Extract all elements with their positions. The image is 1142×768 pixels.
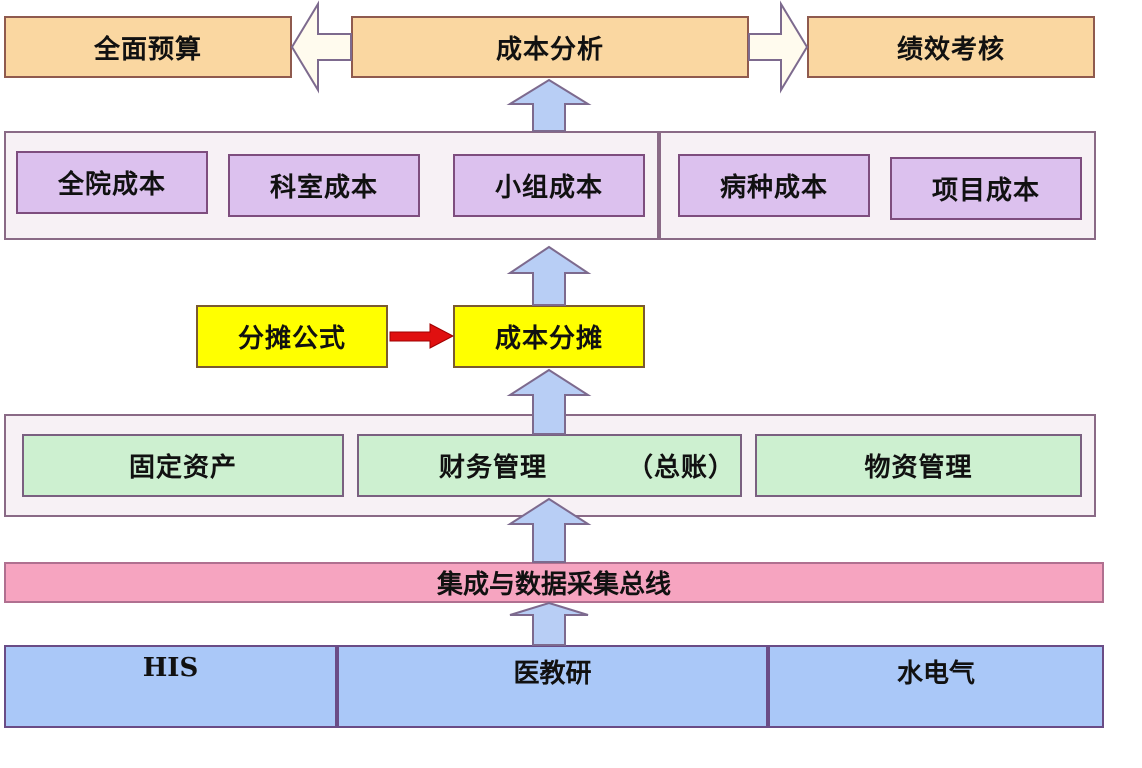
his-label: HIS: [142, 653, 199, 683]
up-arrow-to-bus: [509, 601, 589, 646]
hospital-cost-box: 全院成本: [16, 151, 208, 214]
finance-box: 财务管理 （总账）: [357, 434, 742, 497]
disease-cost-label: 病种成本: [719, 173, 828, 203]
group-cost-box: 小组成本: [453, 154, 645, 217]
group-cost-label: 小组成本: [494, 173, 603, 203]
disease-cost-box: 病种成本: [678, 154, 870, 217]
up-arrow-to-cost-objects: [506, 245, 592, 306]
item-cost-box: 项目成本: [890, 157, 1082, 220]
utilities-label: 水电气: [896, 659, 975, 689]
materials-box: 物资管理: [755, 434, 1082, 497]
fixed-assets-label: 固定资产: [128, 453, 237, 483]
allocation-formula-box: 分摊公式: [196, 305, 388, 368]
performance-box: 绩效考核: [807, 16, 1095, 78]
utilities-source-box: 水电气: [768, 645, 1104, 728]
cost-analysis-label: 成本分析: [495, 34, 604, 65]
materials-label: 物资管理: [864, 453, 973, 483]
up-arrow-to-analysis: [506, 78, 592, 132]
finance-label: 财务管理: [439, 453, 548, 483]
department-cost-box: 科室成本: [228, 154, 420, 217]
formula-to-allocation-arrow: [389, 323, 455, 349]
up-arrow-to-allocation: [506, 368, 592, 435]
edu-research-label: 医教研: [513, 659, 592, 689]
department-cost-label: 科室成本: [269, 173, 378, 203]
budget-label: 全面预算: [93, 34, 202, 65]
his-source-box: HIS: [4, 645, 337, 728]
arrow-to-performance: [748, 0, 809, 94]
performance-label: 绩效考核: [896, 34, 1005, 65]
fixed-assets-box: 固定资产: [22, 434, 344, 497]
cost-allocation-label: 成本分摊: [494, 324, 603, 354]
integration-bus-label: 集成与数据采集总线: [436, 570, 671, 600]
hospital-cost-label: 全院成本: [57, 170, 166, 200]
up-arrow-to-systems: [506, 497, 592, 563]
allocation-formula-label: 分摊公式: [237, 324, 346, 354]
item-cost-label: 项目成本: [931, 176, 1040, 206]
finance-note: （总账）: [627, 453, 736, 483]
arrow-to-budget: [290, 0, 352, 94]
budget-box: 全面预算: [4, 16, 292, 78]
cost-analysis-box: 成本分析: [351, 16, 749, 78]
